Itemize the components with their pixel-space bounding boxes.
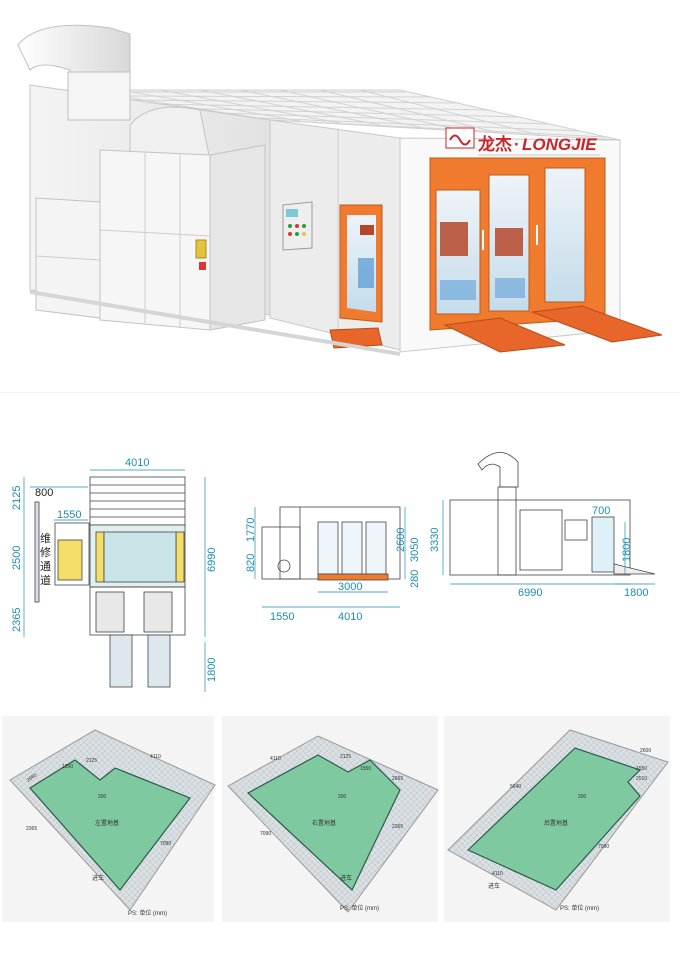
floor-2-dim-7: 2365 [392, 824, 403, 830]
side-view-drawing [261, 506, 401, 581]
front-left-height-2: 2500 [11, 546, 23, 570]
floor-3-dim-6: 4110 [492, 871, 503, 877]
roof [79, 89, 621, 141]
maintenance-char-4: 道 [40, 573, 51, 587]
front-view-dimension-lines [23, 469, 206, 692]
side-right-height-1: 2600 [395, 528, 407, 552]
floor-3-footer: PS: 单位 (mm) [560, 904, 599, 912]
rear-left-height: 3330 [429, 528, 441, 552]
brand-logo [445, 127, 475, 149]
front-view-drawing [34, 476, 186, 688]
rear-right-top: 700 [592, 505, 610, 517]
exhaust-duct [17, 24, 131, 121]
floor-plan-right: 后置地基 2600 5640 1550 2510 200 4110 7090 进… [444, 716, 670, 922]
rear-right-height: 1800 [621, 538, 633, 562]
front-bottom-height: 1800 [206, 658, 218, 682]
floor-3-dim-5: 200 [578, 794, 587, 800]
air-unit [35, 106, 266, 331]
floor-1-dim-3: 2125 [86, 758, 97, 764]
floor-2-dim-4: 2665 [392, 776, 403, 782]
floor-3-dim-7: 7090 [598, 844, 609, 850]
front-left-offset: 800 [35, 487, 53, 499]
dimension-drawings: 4010 800 1550 维 修 通 道 2125 2500 2365 699… [0, 392, 680, 692]
control-box [282, 201, 313, 251]
floor-1-footer: PS: 单位 (mm) [128, 909, 167, 917]
floor-1-dim-5: 200 [98, 794, 107, 800]
dimension-drawings-panel: 4010 800 1550 维 修 通 道 2125 2500 2365 699… [0, 392, 680, 700]
side-right-height-2: 3050 [409, 538, 421, 562]
floor-2-center-label: 右置地基 [312, 819, 336, 827]
maintenance-char-2: 修 [40, 545, 51, 559]
brand-separator: · [514, 135, 520, 154]
side-right-height-3: 280 [409, 570, 421, 588]
ramps [329, 305, 663, 353]
brand-name-cn: 龙杰 [477, 134, 512, 154]
floor-3-dim-1: 2600 [640, 748, 651, 754]
front-inner-width: 1550 [57, 509, 81, 521]
floor-3-entrance: 进车 [488, 882, 500, 890]
rear-total-width: 6990 [518, 587, 542, 599]
side-total-width: 4010 [338, 611, 362, 623]
floor-2-dim-2: 2125 [340, 754, 351, 760]
floor-1-center-label: 左置地基 [95, 819, 119, 827]
side-door [339, 204, 383, 323]
rear-view-dimension-lines [442, 500, 655, 585]
floor-1-entrance: 进车 [92, 874, 104, 882]
front-top-width: 4010 [125, 457, 149, 469]
front-total-height: 6990 [206, 548, 218, 572]
rear-ramp-width: 1800 [624, 587, 648, 599]
floor-plan-center: 右置地基 4110 2125 1550 2665 200 7090 2365 进… [222, 716, 439, 922]
side-inner-width: 3000 [338, 581, 362, 593]
floor-3-center-label: 后置地基 [544, 819, 568, 827]
side-left-height-2: 1770 [245, 518, 257, 542]
floor-2-entrance: 进车 [340, 874, 352, 882]
brand-name-en: LONGJIE [522, 135, 597, 154]
floor-1-dim-1: 2665 [26, 772, 39, 783]
floor-plan-left: 左置地基 2665 1550 2125 4110 200 2365 7090 进… [2, 716, 216, 922]
spray-booth-illustration: 龙杰 · LONGJIE [17, 24, 663, 356]
floor-2-dim-1: 4110 [270, 756, 281, 762]
floor-1-dim-2: 1550 [62, 764, 73, 770]
foundation-plans: 左置地基 2665 1550 2125 4110 200 2365 7090 进… [2, 716, 670, 922]
floor-2-dim-6: 7090 [260, 831, 271, 837]
booth-render-panel: 龙杰 · LONGJIE [0, 0, 680, 392]
maintenance-char-1: 维 [40, 532, 51, 545]
front-face [399, 137, 621, 353]
foundation-plans-panel: 左置地基 2665 1550 2125 4110 200 2365 7090 进… [0, 700, 680, 958]
floor-2-dim-3: 1550 [360, 766, 371, 772]
side-view-dimension-lines [254, 507, 406, 608]
side-left-width: 1550 [270, 611, 294, 623]
front-left-height-1: 2125 [11, 486, 23, 510]
floor-1-dim-7: 7090 [160, 841, 171, 847]
floor-2-footer: PS: 单位 (mm) [340, 904, 379, 912]
floor-1-dim-6: 2365 [26, 826, 37, 832]
side-left-height-1: 820 [245, 554, 257, 572]
floor-3-dim-3: 1550 [636, 766, 647, 772]
maintenance-char-3: 通 [40, 560, 51, 573]
floor-1-dim-4: 4110 [150, 754, 161, 760]
rear-view-drawing [449, 452, 656, 576]
front-left-height-3: 2365 [11, 608, 23, 632]
floor-2-dim-5: 200 [338, 794, 347, 800]
floor-3-dim-4: 2510 [636, 776, 647, 782]
floor-3-dim-2: 5640 [510, 784, 521, 790]
